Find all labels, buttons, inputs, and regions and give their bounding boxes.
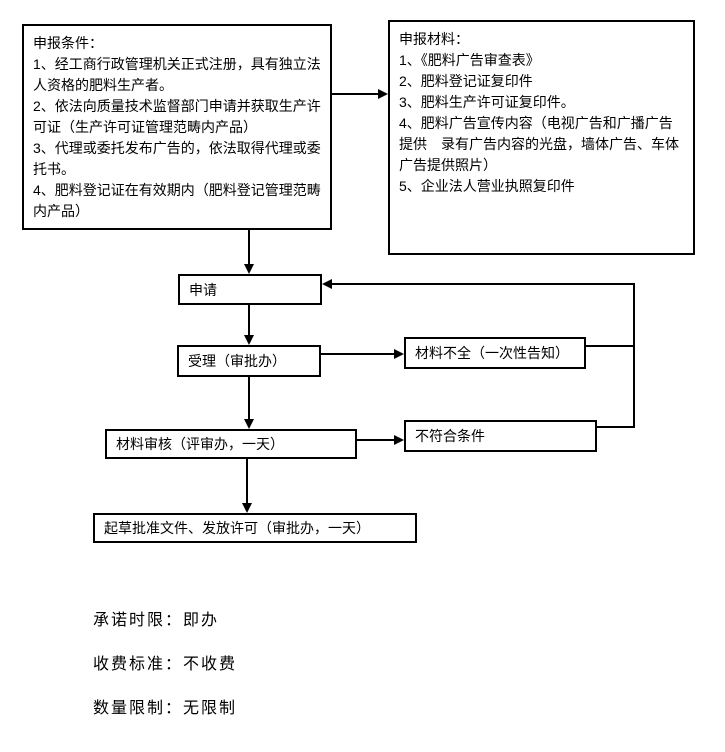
condition-item: 3、代理或委托发布广告的，依法取得代理或委托书。 xyxy=(33,140,321,177)
feedback-to-apply-line xyxy=(330,283,635,285)
arrow-down-icon xyxy=(244,335,254,345)
quantity-limit-note: 数量限制：无限制 xyxy=(93,700,238,717)
arrow-down-icon xyxy=(244,419,254,429)
feedback-incomplete-line xyxy=(586,345,635,347)
condition-item: 1、经工商行政管理机关正式注册，具有独立法人资格的肥料生产者。 xyxy=(33,56,321,93)
connector-apply-to-accept-line xyxy=(248,305,250,337)
fee-standard-note: 收费标准：不收费 xyxy=(93,656,238,673)
conditions-title: 申报条件： xyxy=(33,35,103,51)
arrow-left-icon xyxy=(322,279,332,289)
material-item: 1、《肥料广告审查表》 xyxy=(399,52,540,68)
material-item: 4、肥料广告宣传内容（电视广告和广播广告提供 录有广告内容的光盘，墙体广告、车体… xyxy=(399,115,679,173)
connector-accept-to-review-line xyxy=(248,377,250,421)
arrow-down-icon xyxy=(242,503,252,513)
condition-item: 4、肥料登记证在有效期内（肥料登记管理范畴内产品） xyxy=(33,182,321,219)
feedback-notqualified-line xyxy=(597,426,635,428)
flow-node-draft-approval-label: 起草批准文件、发放许可（审批办，一天） xyxy=(104,520,370,536)
flow-node-not-qualified: 不符合条件 xyxy=(404,420,597,452)
flow-node-accept: 受理（审批办） xyxy=(177,345,321,377)
connector-accept-to-incomplete-line xyxy=(321,353,396,355)
application-materials-box: 申报材料： 1、《肥料广告审查表》 2、肥料登记证复印件 3、肥料生产许可证复印… xyxy=(388,20,695,255)
material-item: 3、肥料生产许可证复印件。 xyxy=(399,94,575,110)
application-conditions-box: 申报条件： 1、经工商行政管理机关正式注册，具有独立法人资格的肥料生产者。 2、… xyxy=(22,24,332,230)
connector-conditions-to-apply-line xyxy=(248,230,250,266)
flow-node-incomplete-materials-label: 材料不全（一次性告知） xyxy=(415,345,569,361)
commitment-time-note: 承诺时限：即办 xyxy=(93,612,220,629)
flow-node-apply: 申请 xyxy=(178,274,322,305)
material-item: 5、企业法人营业执照复印件 xyxy=(399,178,575,194)
arrow-right-icon xyxy=(394,435,404,445)
flow-node-draft-approval: 起草批准文件、发放许可（审批办，一天） xyxy=(93,513,417,543)
material-item: 2、肥料登记证复印件 xyxy=(399,73,533,89)
connector-review-to-notqualified-line xyxy=(357,439,396,441)
materials-title: 申报材料： xyxy=(399,31,469,47)
flow-node-accept-label: 受理（审批办） xyxy=(188,353,286,369)
flow-node-not-qualified-label: 不符合条件 xyxy=(415,428,485,444)
flow-node-material-review-label: 材料审核（评审办，一天） xyxy=(116,436,284,452)
flow-node-material-review: 材料审核（评审办，一天） xyxy=(105,429,357,459)
arrow-right-icon xyxy=(378,89,388,99)
feedback-vertical-line xyxy=(633,284,635,428)
arrow-right-icon xyxy=(394,349,404,359)
connector-review-to-draft-line xyxy=(246,459,248,505)
condition-item: 2、依法向质量技术监督部门申请并获取生产许可证（生产许可证管理范畴内产品） xyxy=(33,98,321,135)
flow-node-apply-label: 申请 xyxy=(189,281,217,298)
connector-conditions-to-materials-line xyxy=(332,93,380,95)
flow-node-incomplete-materials: 材料不全（一次性告知） xyxy=(404,337,586,369)
arrow-down-icon xyxy=(244,264,254,274)
